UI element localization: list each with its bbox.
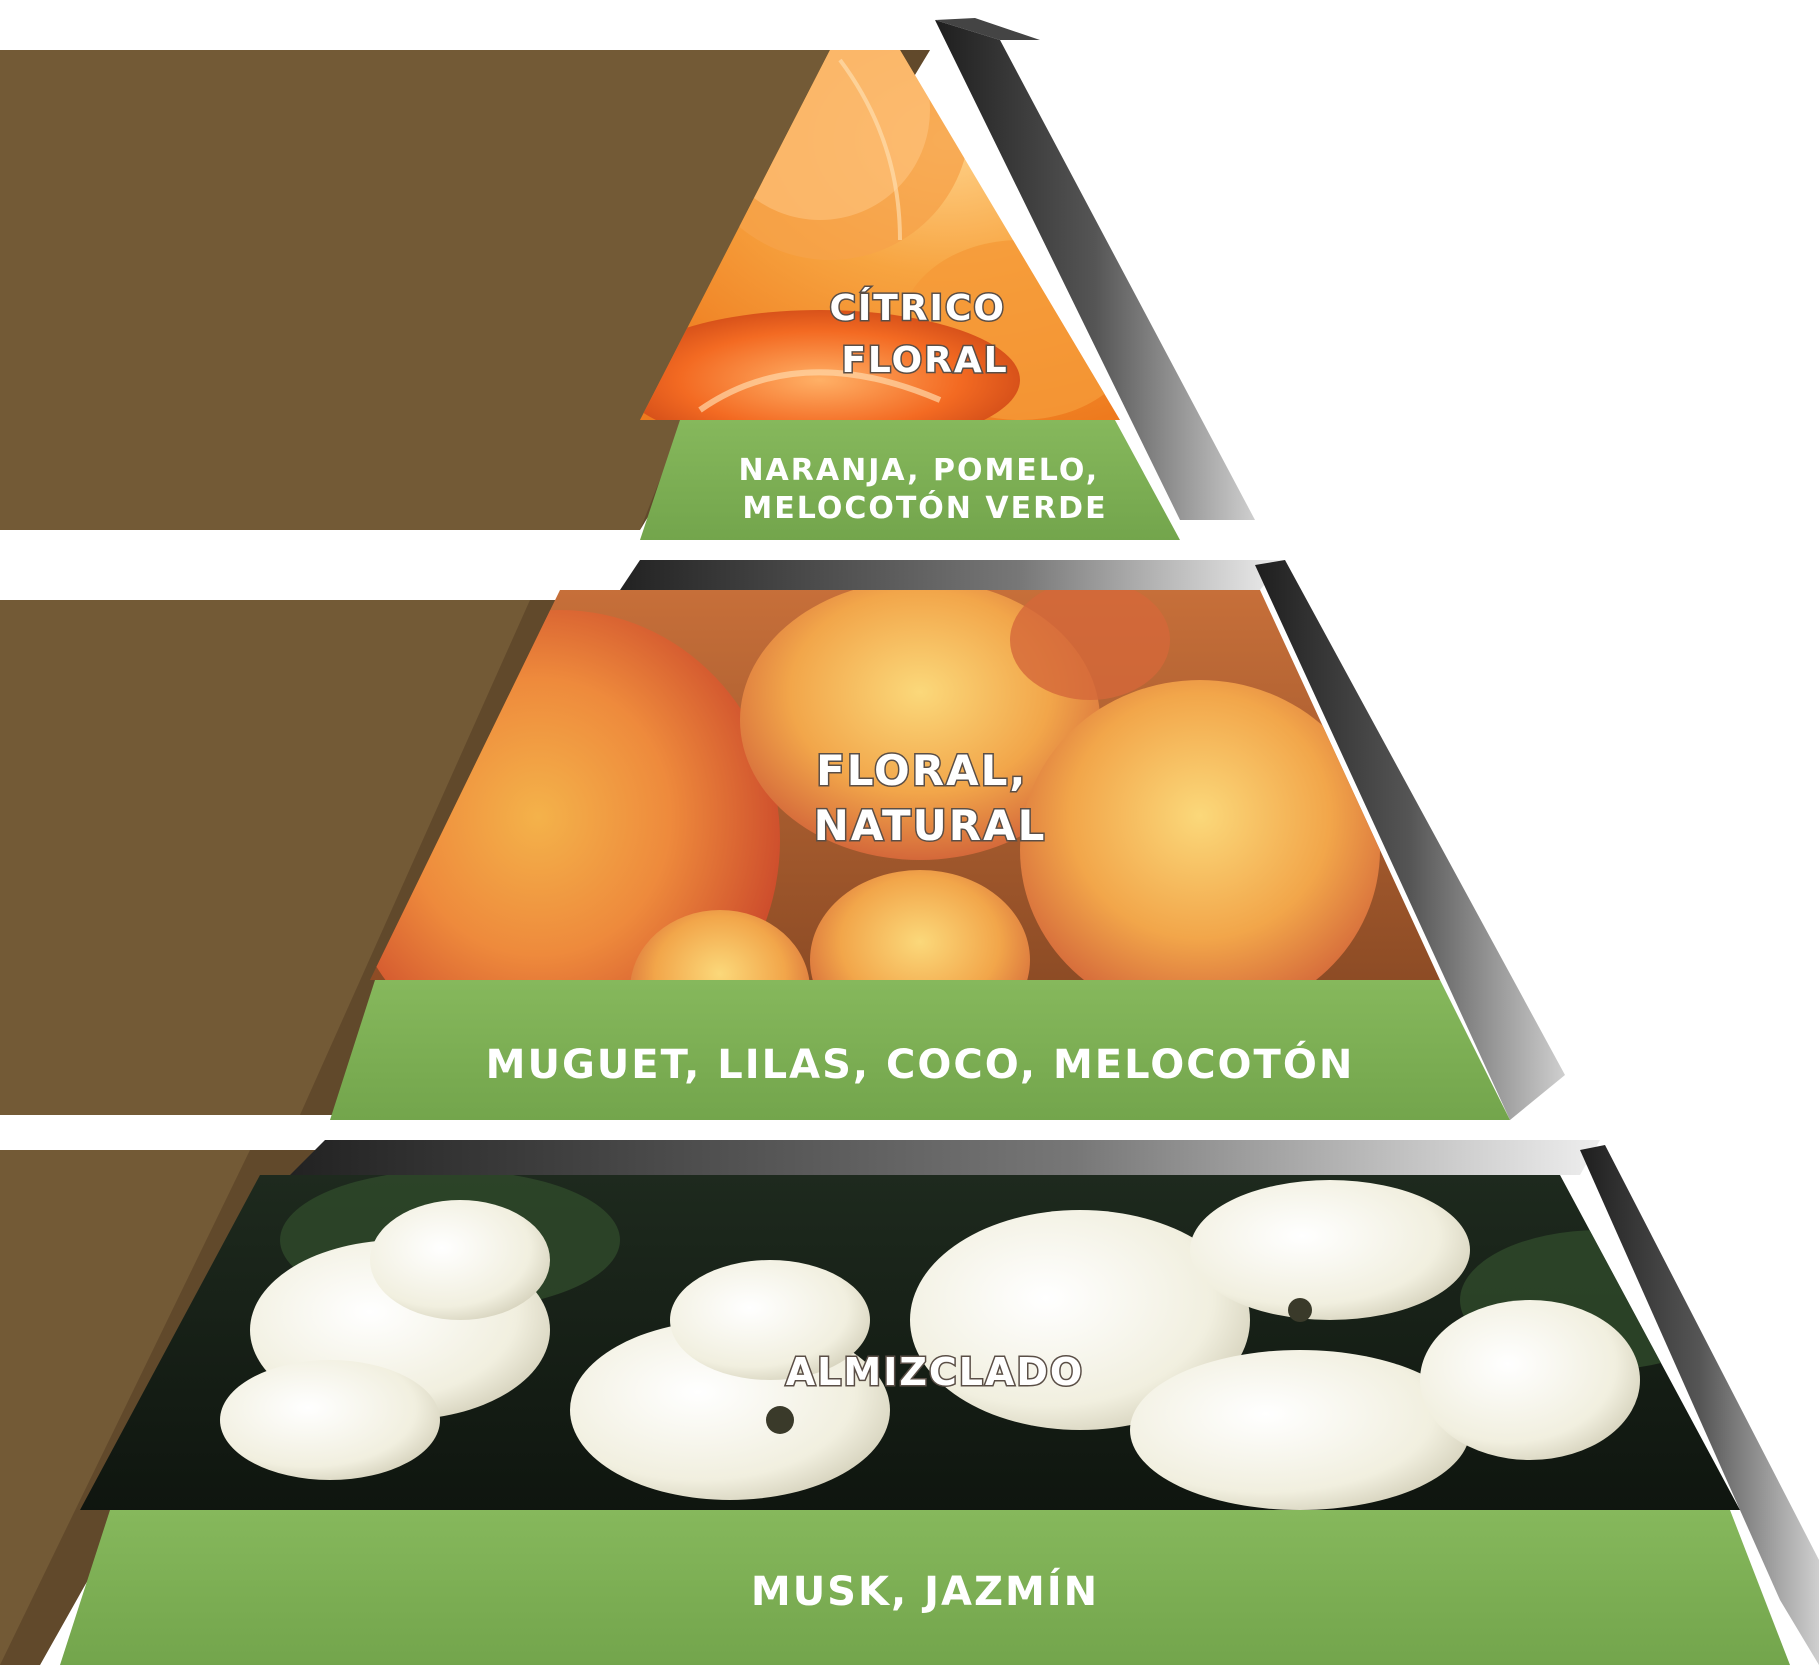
svg-text:FLORAL, NATURAL: FLORAL, NATURAL: [814, 746, 1047, 850]
tier-base-top-bevel: [290, 1140, 1600, 1175]
tier-top-notes-line-2: MELOCOTÓN VERDE: [742, 489, 1107, 526]
svg-text:MUSK, JAZMÍN: MUSK, JAZMÍN: [751, 1567, 1099, 1615]
svg-text:ALMIZCLADO: ALMIZCLADO: [786, 1350, 1085, 1394]
tier-top-title-line-1: CÍTRICO: [829, 287, 1006, 329]
pyramid-tier-base: ALMIZCLADO MUSK, JAZMÍN: [60, 1140, 1819, 1665]
svg-text:CÍTRICO FLORAL: CÍTRICO FLORAL: [829, 287, 1020, 381]
tier-middle-top-bevel: [620, 560, 1285, 590]
tier-base-title-line-1: ALMIZCLADO: [786, 1350, 1085, 1394]
tier-top-notes-band: [640, 420, 1180, 540]
tier-top-title-line-2: FLORAL: [841, 340, 1008, 381]
tier-middle-side-bevel: [1255, 560, 1565, 1120]
white-jasmine-flowers-image: [80, 1175, 1740, 1510]
tier-top-notes-line-1: NARANJA, POMELO,: [738, 453, 1099, 488]
tier-middle-notes-line-1: MUGUET, LILAS, COCO, MELOCOTÓN: [486, 1040, 1355, 1088]
pyramid-tier-middle: FLORAL, NATURAL MUGUET, LILAS, COCO, MEL…: [330, 560, 1565, 1120]
tier-middle-notes-band: [330, 980, 1510, 1120]
tier-base-notes-line-1: MUSK, JAZMÍN: [751, 1567, 1099, 1615]
tier-base-notes-band: [60, 1510, 1790, 1665]
svg-text:MUGUET, LILAS, COCO, MELOCOTÓN: MUGUET, LILAS, COCO, MELOCOTÓN: [486, 1040, 1355, 1088]
svg-text:NARANJA, POMELO, MELOCOT: NARANJA, POMELO, MELOCOTÓN VERDE: [738, 453, 1111, 526]
tier-base-side-bevel: [1580, 1145, 1819, 1665]
peaches-image: [370, 590, 1440, 980]
tier-top-bevel: [935, 20, 1255, 520]
brown-band-middle: [0, 600, 600, 1115]
tier-middle-title-line-2: NATURAL: [814, 801, 1047, 850]
tier-middle-title-line-1: FLORAL,: [816, 746, 1027, 795]
